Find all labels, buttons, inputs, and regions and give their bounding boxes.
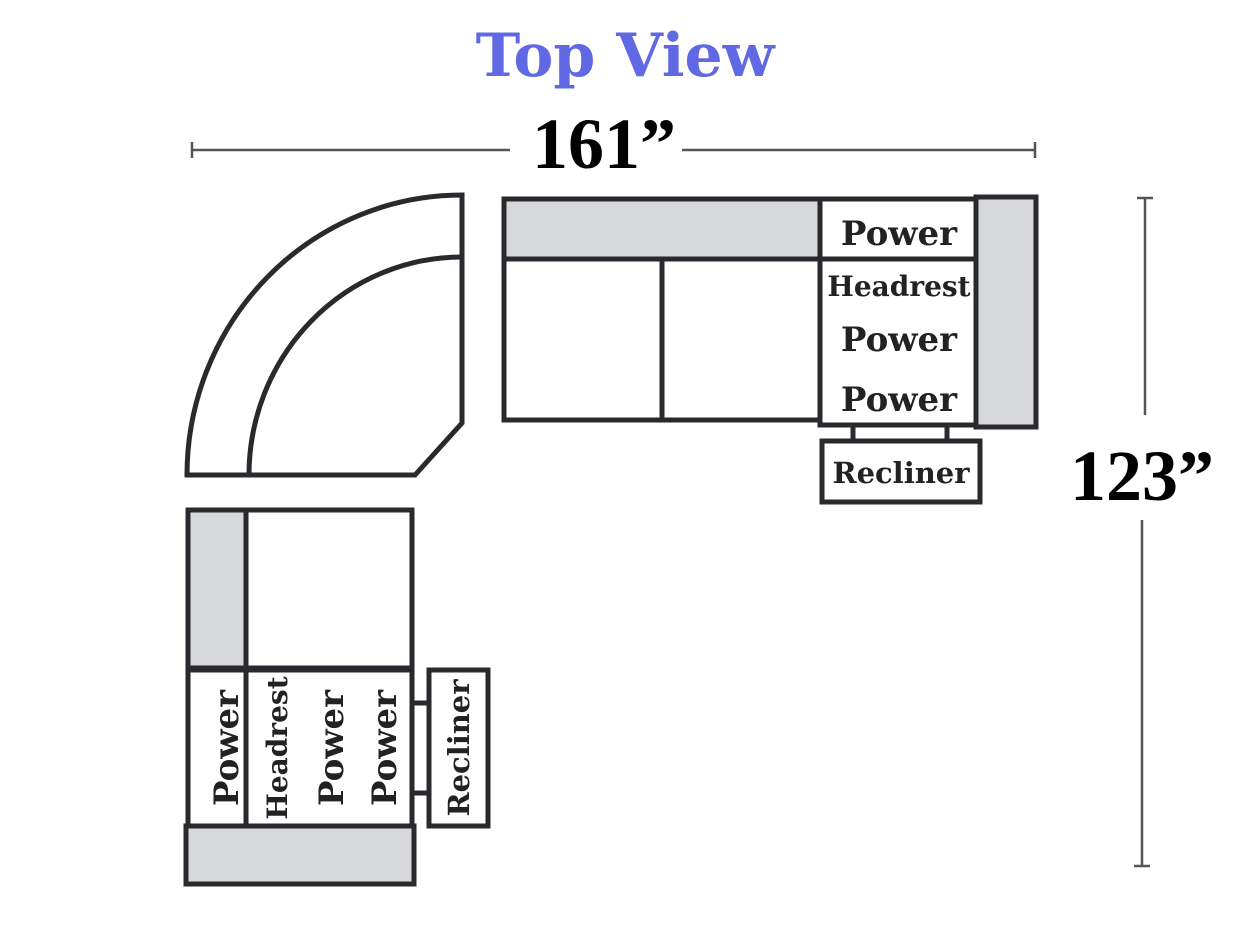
right-label-recliner: Recliner	[832, 456, 970, 490]
left-sofa-seat	[243, 507, 415, 671]
right-sofa-seat-1	[501, 256, 665, 423]
right-recliner-footrest	[819, 438, 983, 505]
right-label-power-2: Power	[841, 320, 958, 360]
right-label-headrest: Headrest	[827, 270, 970, 303]
left-label-recliner: Recliner	[442, 679, 476, 817]
right-power-back-box	[817, 196, 979, 262]
right-sofa-arm	[973, 194, 1039, 430]
left-label-headrest: Headrest	[261, 676, 294, 819]
left-sofa-arm	[183, 823, 417, 887]
corner-wedge	[184, 192, 465, 478]
right-label-power-1: Power	[841, 214, 958, 254]
corner-wedge-outline	[184, 192, 465, 478]
right-sofa-back	[501, 196, 823, 262]
right-sofa-seat-2	[659, 256, 823, 423]
width-dimension: 161”	[190, 104, 1037, 184]
page-title: Top View	[476, 21, 776, 91]
left-label-power-2: Power	[312, 689, 352, 806]
left-power-seat-box	[243, 667, 415, 829]
right-sofa-section: Power Headrest Power Power Recliner	[501, 194, 1039, 505]
right-power-seat-box	[817, 256, 979, 428]
left-power-back-box	[185, 667, 249, 829]
depth-dimension: 123”	[1070, 196, 1214, 868]
left-recliner-footrest	[426, 667, 491, 829]
left-sofa-back	[185, 507, 249, 671]
corner-wedge-seat-line	[246, 254, 463, 476]
left-label-power-3: Power	[365, 689, 405, 806]
width-label: 161”	[532, 104, 676, 184]
left-sofa-section: Power Headrest Power Power Recliner	[183, 507, 491, 887]
depth-label: 123”	[1070, 436, 1214, 516]
left-label-power-1: Power	[207, 689, 247, 806]
right-label-power-3: Power	[841, 380, 958, 420]
